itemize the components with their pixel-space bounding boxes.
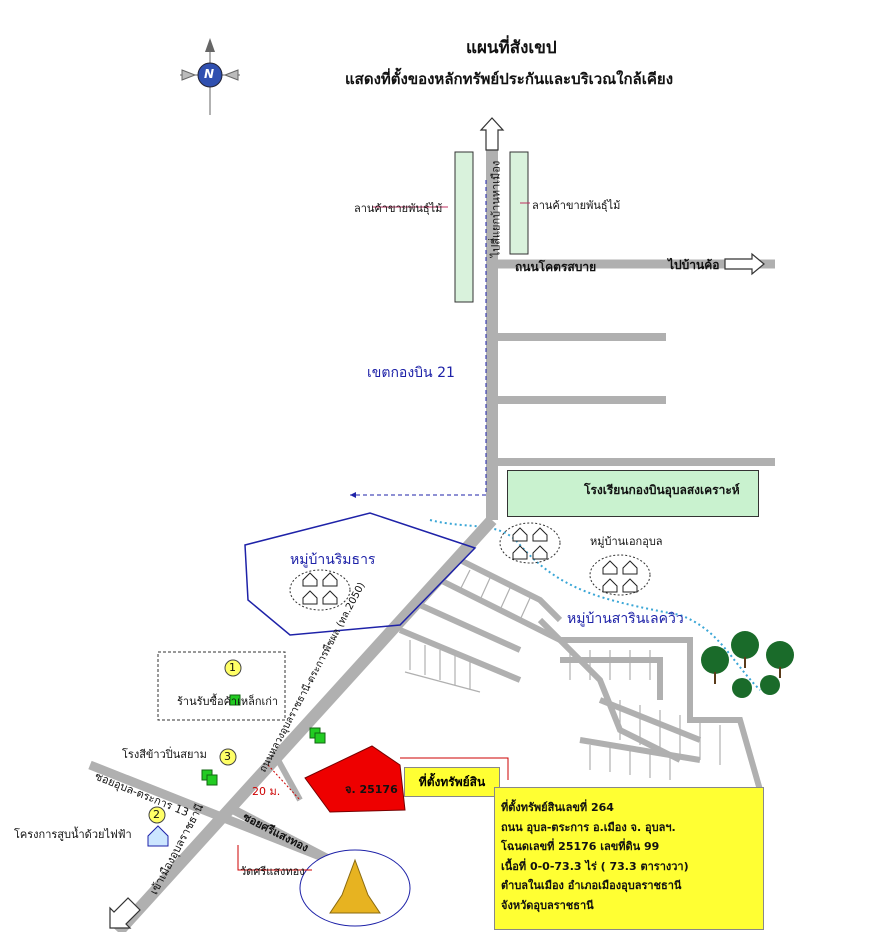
house-cluster	[289, 522, 651, 611]
numbered-markers	[148, 659, 242, 824]
distance-label: 20 ม.	[252, 785, 281, 798]
info-line-6: จังหวัดอุบลราชธานี	[501, 898, 594, 912]
scrap-shop-area	[157, 651, 286, 721]
road-east-label: ถนนโคตรสบาย	[515, 260, 597, 274]
village-ekudol-label: หมู่บ้านเอกอุบล	[590, 535, 663, 548]
pump-house-icon	[147, 825, 169, 847]
to-ban-kho-label: ไปบ้านค้อ	[668, 258, 720, 272]
parcel-shape	[304, 745, 406, 813]
page-title: แผนที่สังเขป	[466, 38, 557, 58]
property-info-box: ที่ตั้งทรัพย์สินเลขที่ 264 ถนน อุบล-ตระก…	[494, 787, 764, 930]
temple-label: วัดศรีแสงทอง	[240, 865, 305, 878]
scrap-shop-label: ร้านรับซื้อค้าเหล็กเก่า	[177, 695, 279, 708]
info-line-4: เนื้อที่ 0-0-73.3 ไร่ ( 73.3 ตารางวา)	[501, 859, 689, 873]
shop-left-lot	[454, 151, 474, 303]
southwest-arrow	[109, 897, 141, 929]
trees	[701, 631, 794, 698]
shop-left-label: ลานค้าขายพันธุ์ไม้	[354, 202, 443, 215]
marker-1: 1	[229, 661, 236, 674]
rice-mill-label: โรงสีข้าวปิ่นสยาม	[122, 748, 207, 761]
info-line-1: ที่ตั้งทรัพย์สินเลขที่ 264	[501, 801, 614, 814]
air-wing-boundary	[350, 180, 487, 496]
info-line-5: ตำบลในเมือง อำเภอเมืองอุบลราชธานี	[501, 879, 682, 892]
water-project-label: โครงการสูบน้ำด้วยไฟฟ้า	[14, 828, 132, 841]
compass-label: N	[204, 67, 215, 81]
road-north-label: ไปสี่แยกบ้านหาเมือง	[489, 160, 503, 258]
page-subtitle: แสดงที่ตั้งของหลักทรัพย์ประกันและบริเวณใ…	[345, 70, 674, 88]
air-wing-label: เขตกองบิน 21	[367, 365, 455, 381]
marker-3: 3	[224, 750, 231, 763]
village-sarin-label: หมู่บ้านสารินเลควิว	[567, 611, 684, 627]
marker-2: 2	[153, 808, 160, 821]
green-markers	[201, 694, 326, 786]
compass-icon	[180, 38, 240, 115]
temple-icon	[329, 858, 381, 914]
info-line-2: ถนน อุบล-ตระการ อ.เมือง จ. อุบลฯ.	[501, 820, 676, 834]
school-label: โรงเรียนกองบินอุบลสงเคราะห์	[584, 483, 740, 497]
location-tag: ที่ตั้งทรัพย์สิน	[404, 767, 500, 797]
village-rimtarn-outline	[244, 512, 477, 636]
north-arrow	[479, 117, 505, 151]
east-arrow	[724, 252, 765, 276]
roads	[88, 150, 775, 932]
school-area	[507, 470, 759, 517]
village-rimtarn-label: หมู่บ้านริมธาร	[290, 552, 376, 568]
info-line-3: โฉนดเลขที่ 25176 เลขที่ดิน 99	[501, 840, 660, 853]
parcel-label: จ. 25176	[345, 783, 398, 796]
house-icons	[302, 527, 638, 605]
shop-right-label: ลานค้าขายพันธุ์ไม้	[532, 199, 621, 212]
lot-grid	[404, 569, 721, 780]
